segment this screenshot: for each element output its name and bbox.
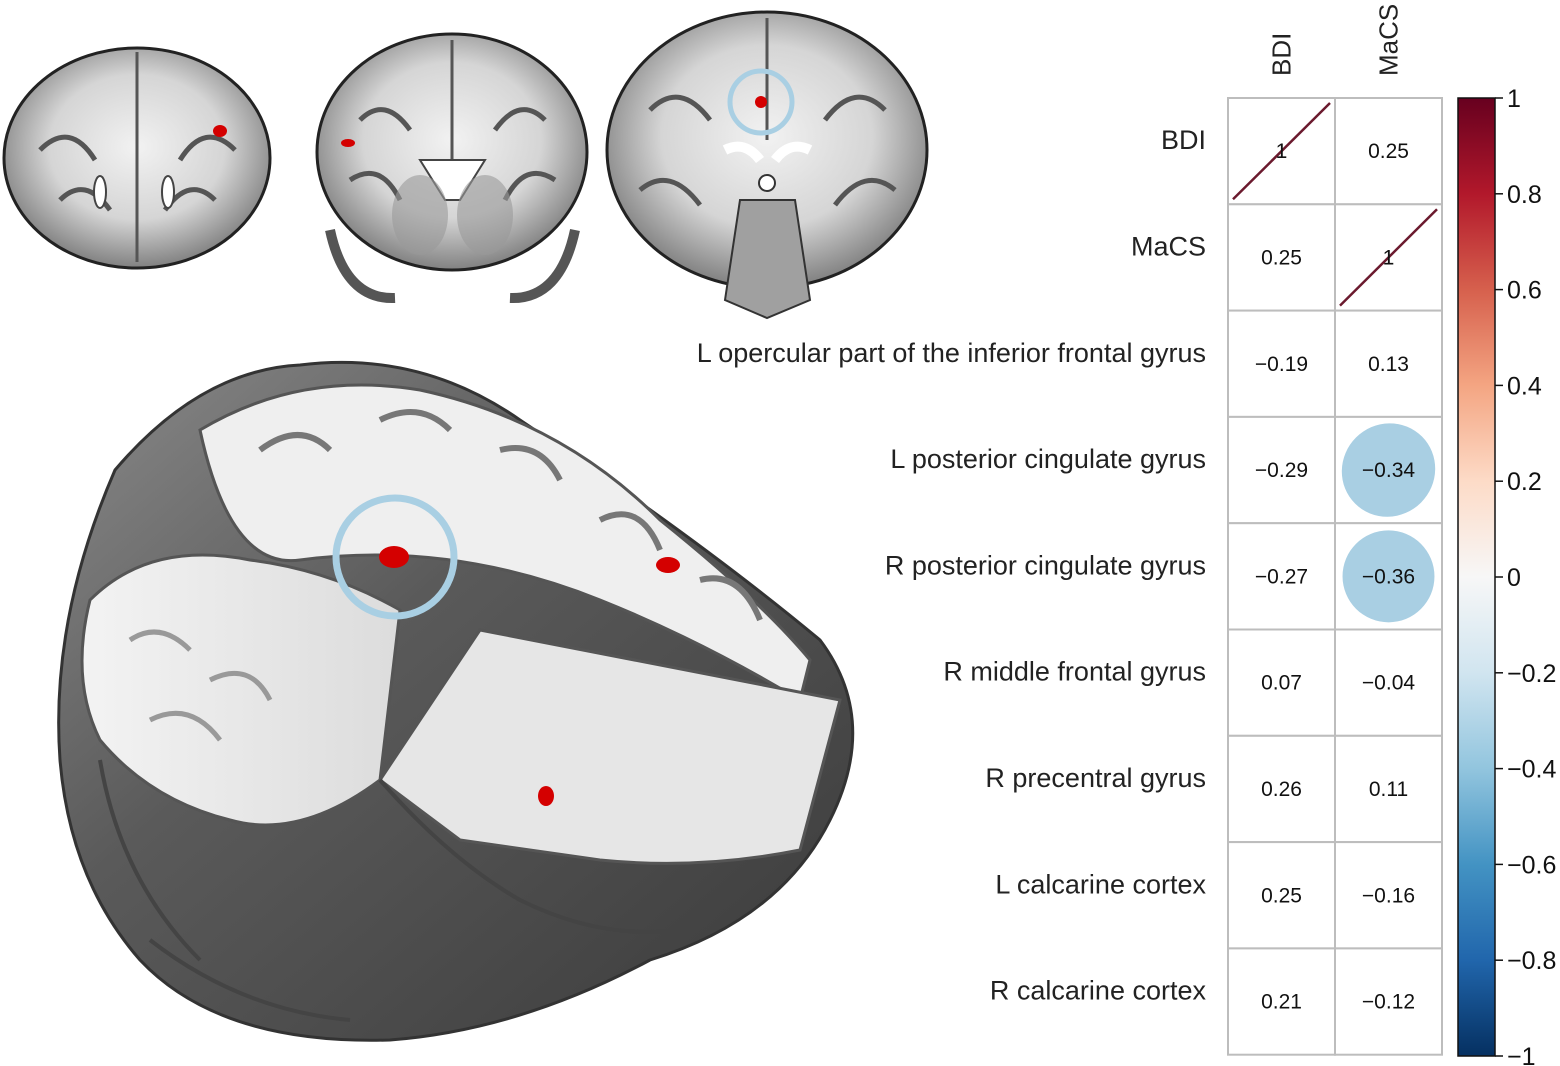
cluster-marker — [656, 557, 680, 573]
cell-value: −0.29 — [1255, 459, 1308, 482]
row-label: BDI — [1161, 125, 1206, 155]
cell-value: 0.25 — [1261, 884, 1302, 907]
cell-value: 0.25 — [1261, 246, 1302, 269]
cell-value: 0.11 — [1369, 778, 1408, 801]
row-label: L calcarine cortex — [995, 869, 1206, 899]
cell-value: −0.12 — [1362, 991, 1415, 1014]
matrix-cell — [1227, 947, 1336, 1056]
cell-value: −0.36 — [1362, 565, 1415, 588]
cell-value: −0.27 — [1255, 565, 1308, 588]
cell-value: 0.21 — [1261, 991, 1302, 1014]
row-label: MaCS — [1131, 231, 1206, 261]
cell-value: 0.07 — [1261, 672, 1302, 695]
colorbar-tick-label: −1 — [1507, 1043, 1536, 1066]
colorbar-tick-label: −0.4 — [1507, 756, 1556, 784]
cell-value: 1 — [1383, 246, 1395, 269]
matrix-cell — [1334, 628, 1443, 737]
brain-3d-render — [57, 360, 855, 1042]
colorbar-tick-label: −0.6 — [1507, 851, 1556, 879]
matrix-cell — [1227, 841, 1336, 950]
cell-value: 1 — [1276, 140, 1288, 163]
coronal-slice-3 — [605, 10, 929, 320]
colorbar-tick-label: 0.8 — [1507, 181, 1542, 209]
cell-value: 0.25 — [1368, 140, 1409, 163]
matrix-cell — [1227, 628, 1336, 737]
colorbar-gradient — [1457, 97, 1496, 1057]
column-label: BDI — [1267, 33, 1297, 76]
cell-value: −0.19 — [1255, 353, 1308, 376]
cell-value: 0.13 — [1368, 353, 1409, 376]
diagonal-line — [1232, 102, 1331, 201]
colorbar-tick-label: 1 — [1507, 85, 1521, 113]
row-label: R posterior cingulate gyrus — [885, 550, 1206, 580]
highlight-circle — [727, 68, 795, 136]
matrix-cell — [1334, 947, 1443, 1056]
colorbar-tick-label: 0.4 — [1507, 372, 1542, 400]
correlation-matrix: 1 0.25 0.25 1 −0.19 0.13 −0.29 −0.34 −0.27 −0.36 0… — [697, 4, 1443, 1056]
highlight-circle — [332, 494, 458, 620]
cell-value: −0.16 — [1362, 884, 1415, 907]
colorbar: 1 0.8 0.6 0.4 0.2 0 −0.2 −0.4 −0.6 −0.8 −1 — [1457, 85, 1556, 1066]
cluster-marker — [341, 139, 355, 147]
column-label: MaCS — [1374, 4, 1404, 76]
colorbar-tick-label: 0.2 — [1507, 468, 1542, 496]
cluster-marker — [755, 96, 767, 108]
cell-value: 0.26 — [1261, 778, 1302, 801]
cell-value: −0.34 — [1362, 459, 1415, 482]
colorbar-tick-label: 0 — [1507, 564, 1521, 592]
brain-images — [2, 10, 929, 1042]
correlation-ellipse — [1341, 423, 1436, 517]
row-label: L posterior cingulate gyrus — [890, 444, 1206, 474]
coronal-slice-1 — [2, 46, 272, 270]
colorbar-tick-label: 0.6 — [1507, 277, 1542, 305]
colorbar-tick-label: −0.8 — [1507, 947, 1556, 975]
matrix-cell — [1334, 734, 1443, 844]
cluster-marker — [379, 546, 409, 568]
colorbar-tick-label: −0.2 — [1507, 660, 1556, 688]
matrix-cell — [1227, 203, 1336, 312]
correlation-ellipse — [1342, 530, 1435, 623]
diagonal-line — [1339, 208, 1438, 307]
row-label: R calcarine cortex — [990, 976, 1207, 1006]
cluster-marker — [213, 125, 227, 137]
matrix-cell — [1227, 734, 1336, 844]
coronal-slice-2 — [315, 32, 589, 304]
matrix-cell — [1227, 309, 1336, 418]
row-label: R precentral gyrus — [985, 763, 1206, 793]
cell-value: −0.04 — [1362, 672, 1415, 695]
cluster-marker — [538, 786, 554, 806]
row-label: L opercular part of the inferior frontal… — [697, 338, 1206, 368]
row-label: R middle frontal gyrus — [943, 657, 1206, 687]
